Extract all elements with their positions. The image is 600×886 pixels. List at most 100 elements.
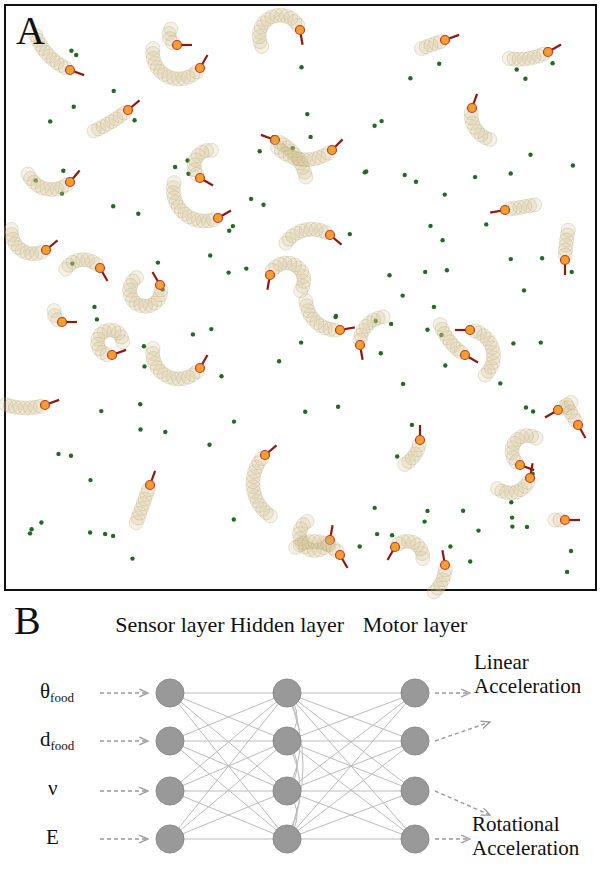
agent-head (441, 561, 450, 570)
food-dot (261, 203, 265, 207)
connection (287, 693, 415, 839)
food-dot (524, 405, 528, 409)
food-dot (515, 67, 519, 71)
food-dot (142, 364, 146, 368)
food-dot (422, 519, 426, 523)
agent-head (214, 214, 223, 223)
food-dot (334, 314, 338, 318)
food-dot (136, 212, 140, 216)
connection (170, 693, 287, 791)
output-name: Rotational Acceleration (472, 812, 596, 860)
food-dot (69, 49, 73, 53)
food-dot (232, 419, 236, 423)
food-dot (390, 533, 394, 537)
neuron (273, 727, 301, 755)
agent-head (416, 436, 425, 445)
connection (287, 741, 415, 839)
food-dot (305, 112, 309, 116)
food-dot (408, 76, 412, 80)
agents (0, 8, 585, 599)
food-dot (138, 427, 142, 431)
input-name: E (46, 825, 86, 849)
connection (170, 741, 287, 839)
food-dot (425, 509, 429, 513)
food-dot (440, 238, 444, 242)
agent-head (561, 516, 570, 525)
io-arrows (100, 693, 490, 839)
connection (170, 693, 287, 741)
food-dot (432, 305, 436, 309)
food-dot (509, 500, 513, 504)
agent-head (261, 451, 270, 460)
food-dot (308, 135, 312, 139)
network-connections (170, 693, 415, 839)
food-dot (39, 520, 43, 524)
food-dot (510, 515, 514, 519)
food-dot (484, 222, 488, 226)
food-dot (569, 549, 573, 553)
connection (170, 693, 287, 839)
connection (170, 693, 287, 741)
food-dot (208, 253, 212, 257)
food-dot (570, 270, 574, 274)
food-dot (219, 374, 223, 378)
food-dot (540, 256, 544, 260)
connection (287, 693, 415, 741)
agent-head (516, 461, 525, 470)
output-name: Linear Acceleration (474, 650, 594, 698)
food-dot (445, 268, 449, 272)
food-dot (550, 61, 554, 65)
food-dot (99, 409, 103, 413)
food-dot (56, 452, 60, 456)
food-dot (92, 305, 96, 309)
layer-title: Sensor layer (110, 612, 230, 637)
agent-head (41, 401, 50, 410)
agent-head (124, 106, 133, 115)
food-dot (277, 359, 281, 363)
neuron (273, 825, 301, 853)
input-name: dfood (40, 727, 100, 751)
food-dot (138, 402, 142, 406)
food-dot (525, 525, 529, 529)
neuron (156, 777, 184, 805)
connection (170, 839, 287, 840)
agent-head (328, 146, 337, 155)
food-dot (403, 173, 407, 177)
agent-head (336, 326, 345, 335)
agent-head (336, 551, 345, 560)
food-dot (88, 478, 92, 482)
agent-head (156, 281, 165, 290)
food-dot (336, 405, 340, 409)
food-dot (103, 532, 107, 536)
food-dot (522, 288, 526, 292)
connection (287, 693, 415, 839)
food-dot (232, 517, 236, 521)
connection (170, 741, 287, 839)
food-dot (299, 340, 303, 344)
food-dot (173, 165, 177, 169)
food-dot (372, 124, 376, 128)
food-dot (112, 89, 116, 93)
input-name: ν (48, 776, 88, 800)
food-dot (258, 149, 262, 153)
panel-letter: A (16, 8, 76, 54)
agent-head (468, 104, 477, 113)
food-dot (226, 270, 230, 274)
neuron (156, 679, 184, 707)
agent-head (544, 48, 553, 57)
food-dot (163, 430, 167, 434)
agent-head (96, 264, 105, 273)
neuron (156, 825, 184, 853)
agent-head (42, 246, 51, 255)
neuron (401, 777, 429, 805)
food-dot (428, 224, 432, 228)
agent-head (501, 206, 510, 215)
neuron (401, 727, 429, 755)
agent-head (173, 41, 182, 50)
food-dot (387, 273, 391, 277)
input-name: θfood (40, 679, 100, 703)
food-dot (414, 180, 418, 184)
agent-head (466, 326, 475, 335)
food-dot (379, 119, 383, 123)
connection (287, 791, 415, 839)
